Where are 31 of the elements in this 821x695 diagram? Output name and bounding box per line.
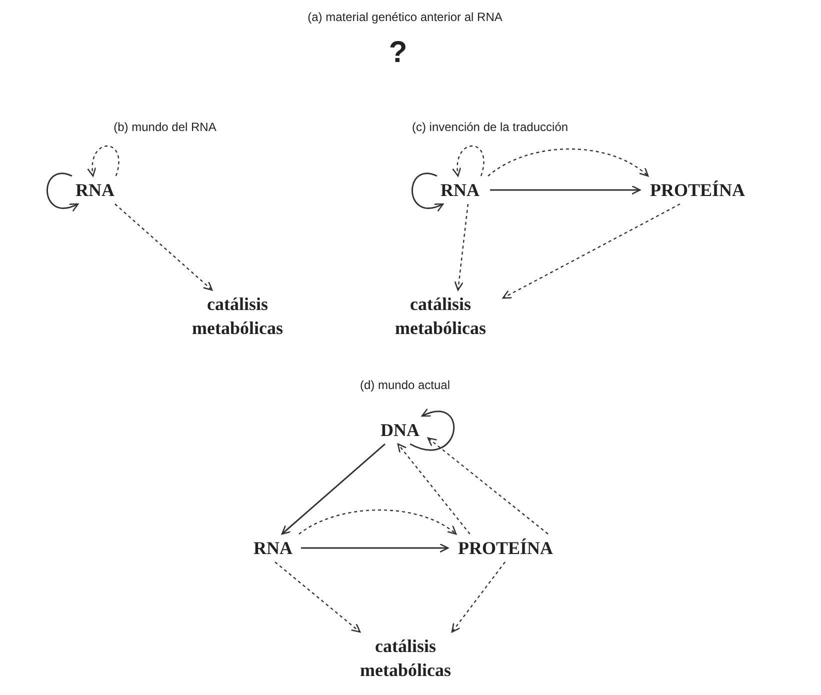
node-label: DNA [372, 416, 428, 444]
question-mark: ? [388, 36, 408, 70]
arrow [488, 148, 649, 177]
node-label: PROTEÍNA [448, 534, 563, 562]
arrow [427, 437, 548, 534]
node-label: RNA [65, 176, 125, 204]
arrow [412, 172, 444, 212]
arrow [281, 443, 386, 535]
panel-heading: (b) mundo del RNA [114, 120, 216, 134]
arrow [490, 185, 641, 195]
panel-heading: (c) invención de la traducción [412, 120, 568, 134]
node-label: PROTEÍNA [640, 176, 755, 204]
arrow [502, 203, 680, 299]
node-label: RNA [245, 534, 301, 562]
arrow [114, 204, 213, 291]
arrow [301, 543, 449, 553]
arrow [452, 146, 484, 177]
arrow [46, 172, 79, 212]
node-label: catálisis metabólicas [175, 290, 300, 342]
arrow [298, 509, 457, 535]
panel-heading: (d) mundo actual [360, 378, 450, 392]
arrow [454, 204, 469, 291]
node-label: catálisis metabólicas [378, 290, 503, 342]
arrow [274, 562, 361, 633]
node-label: catálisis metabólicas [343, 632, 468, 684]
panel-heading: (a) material genético anterior al RNA [308, 10, 502, 24]
arrow [397, 443, 470, 534]
arrow [451, 562, 506, 633]
arrow [88, 146, 120, 177]
arrow [410, 408, 454, 451]
node-label: RNA [430, 176, 490, 204]
